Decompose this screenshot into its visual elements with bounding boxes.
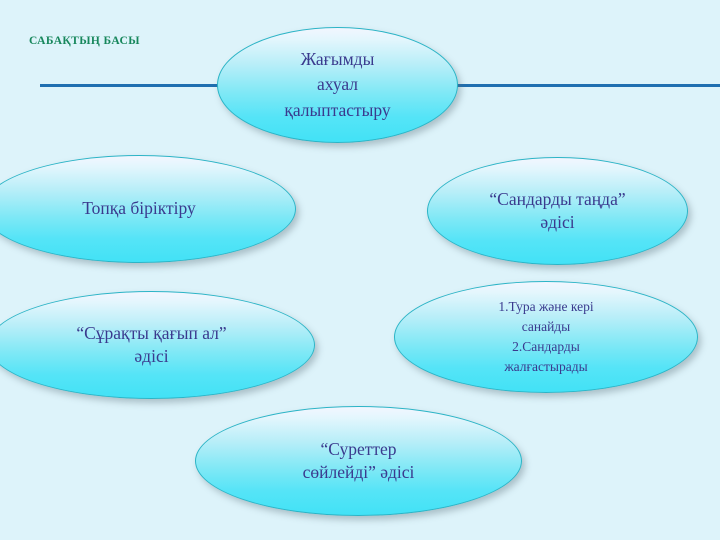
node-choose-numbers-method[interactable]: “Сандарды таңда” әдісі [427, 157, 688, 265]
node-positive-atmosphere[interactable]: Жағымды ахуал қалыптастыру [217, 27, 458, 143]
node-label: “Сандарды таңда” әдісі [489, 188, 626, 232]
node-label: “Сұрақты қағып ал” әдісі [76, 322, 227, 366]
node-label: Жағымды ахуал қалыптастыру [284, 49, 391, 120]
node-label: “Суреттер сөйлейді” әдісі [302, 438, 415, 482]
node-counting-tasks[interactable]: 1.Тура және кері санайды 2.Сандарды жалғ… [394, 281, 698, 393]
page-title: САБАҚТЫҢ БАСЫ [29, 35, 140, 47]
node-group-formation[interactable]: Топқа біріктіру [0, 155, 296, 263]
node-catch-question-method[interactable]: “Сұрақты қағып ал” әдісі [0, 291, 315, 399]
node-label: 1.Тура және кері санайды 2.Сандарды жалғ… [498, 299, 594, 374]
node-label: Топқа біріктіру [82, 198, 196, 219]
node-pictures-speak-method[interactable]: “Суреттер сөйлейді” әдісі [195, 406, 522, 516]
